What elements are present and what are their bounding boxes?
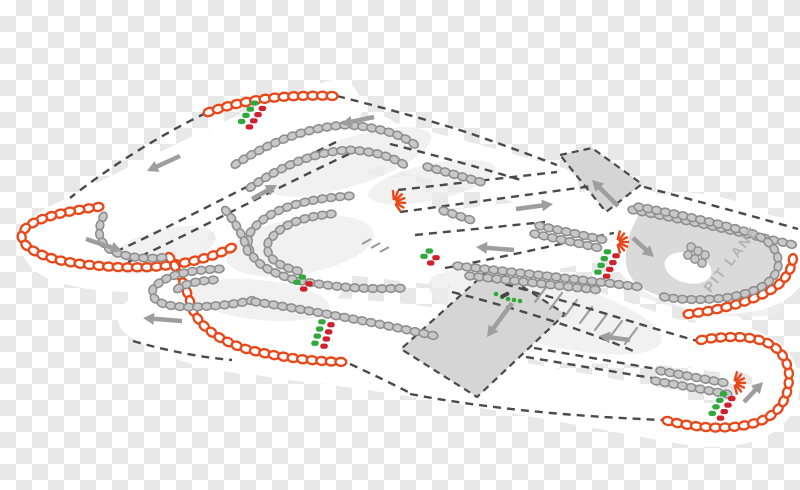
skid-marks xyxy=(361,238,390,253)
green-curb-dots xyxy=(493,291,523,304)
tire-stack-icon xyxy=(683,242,710,268)
bridge-ramp xyxy=(399,146,644,399)
slope-hatch-marks xyxy=(533,284,639,346)
gray-tire-barrier-chain xyxy=(94,120,798,399)
start-lights-icon xyxy=(237,100,736,421)
direction-arrow xyxy=(85,114,763,404)
crash-starburst-icon xyxy=(391,189,747,395)
